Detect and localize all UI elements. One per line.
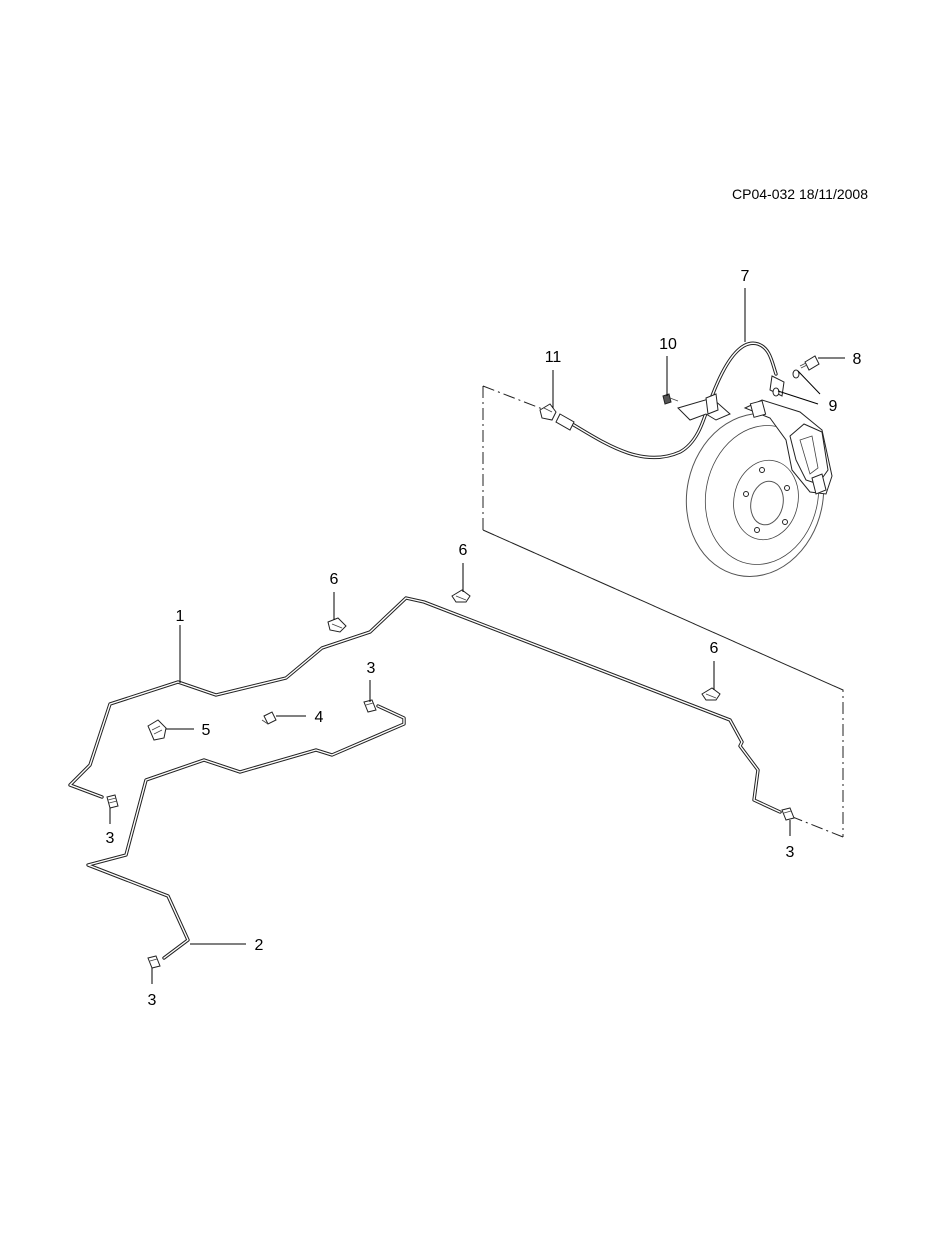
callout-11: 11	[545, 349, 562, 366]
hose-bracket	[677, 393, 731, 421]
callout-6-right: 6	[710, 640, 719, 657]
pipe-retaining-clip	[451, 589, 471, 603]
callout-8: 8	[853, 351, 862, 368]
callout-6-left: 6	[330, 571, 339, 588]
callout-9: 9	[829, 398, 838, 415]
callout-3-right: 3	[786, 844, 795, 861]
callout-2: 2	[255, 937, 264, 954]
pipe-flare-nut	[147, 955, 161, 969]
callout-1: 1	[176, 608, 185, 625]
callout-4: 4	[315, 709, 324, 726]
callout-10: 10	[659, 336, 677, 353]
callout-3-center: 3	[367, 660, 376, 677]
brake-pipe-2	[86, 704, 406, 960]
pipe-retaining-clip	[327, 617, 347, 633]
callout-labels: 1 2 3 3 3 3 4 5 6 6 6 7 8 9 10 11	[106, 268, 862, 1009]
pipe-clip-double	[147, 719, 167, 741]
pipe-flare-nut	[781, 807, 795, 821]
callout-leaders	[109, 288, 845, 984]
bracket-bolt	[662, 393, 679, 405]
callout-3-bottom: 3	[148, 992, 157, 1009]
banjo-bolt	[799, 355, 820, 371]
callout-6-center: 6	[459, 542, 468, 559]
callout-5: 5	[202, 722, 211, 739]
brake-caliper	[743, 399, 833, 495]
diagram-reference: CP04-032 18/11/2008	[732, 186, 868, 202]
pipe-clip-single	[261, 711, 277, 725]
sub-assembly-boundary	[482, 385, 844, 838]
sealing-washer	[772, 369, 800, 397]
pipe-flare-nut	[106, 794, 119, 809]
brake-pipe-1	[68, 596, 782, 814]
pipe-flare-nut	[363, 699, 377, 713]
callout-3-left: 3	[106, 830, 115, 847]
hose-retaining-clip	[539, 403, 557, 421]
pipe-retaining-clip	[701, 687, 721, 701]
callout-7: 7	[741, 268, 750, 285]
